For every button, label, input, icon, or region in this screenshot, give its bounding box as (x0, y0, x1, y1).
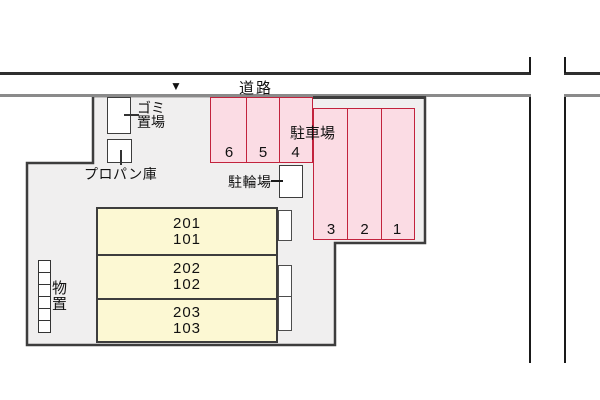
road-edge-bottom-left (0, 94, 531, 97)
parking-row-top: 6 5 4 (210, 97, 313, 163)
bicycle-leader-line (271, 180, 283, 182)
garbage-area-label-line2: 置場 (137, 114, 165, 130)
cross-street-right-edge (564, 97, 566, 363)
storage-label-char1: 物 (52, 280, 68, 297)
unit-number-upper: 203 (172, 303, 202, 321)
cross-street-left-stub (529, 57, 531, 73)
bicycle-parking-box (279, 165, 303, 198)
parking-row-side: 3 2 1 (313, 108, 415, 240)
propane-storage-label: プロパン庫 (84, 166, 158, 182)
parking-space-3: 3 (326, 221, 336, 238)
storage-label: 物 置 (52, 281, 67, 313)
parking-space-6: 6 (224, 144, 234, 161)
unit-number-upper: 202 (172, 260, 202, 277)
unit-number-upper: 201 (172, 214, 202, 232)
porch-unit-1 (278, 210, 292, 241)
stall-divider (245, 98, 247, 162)
stall-divider (278, 98, 280, 162)
unit-number-lower: 103 (172, 319, 202, 337)
unit-row-3: 203 103 (98, 298, 276, 341)
propane-storage-box (107, 139, 132, 163)
storage-label-char2: 置 (52, 296, 68, 313)
unit-row-2: 202 102 (98, 254, 276, 298)
garbage-area-label-line1: ゴミ (137, 100, 165, 116)
parking-space-5: 5 (258, 144, 268, 161)
stall-divider (380, 109, 382, 239)
parking-space-1: 1 (392, 221, 402, 238)
cross-street-right-stub (564, 57, 566, 73)
bicycle-parking-label: 駐輪場 (228, 174, 272, 190)
garbage-area-box (107, 97, 131, 134)
parking-space-2: 2 (360, 221, 369, 238)
propane-leader-line (120, 150, 122, 165)
lot-top-border-segment (313, 96, 426, 99)
road-label: 道路 (239, 80, 274, 97)
stall-divider (346, 109, 348, 239)
unit-number-lower: 101 (172, 230, 202, 248)
porch-unit-2 (278, 265, 292, 298)
road-edge-bottom-right (564, 94, 600, 97)
garbage-leader-line (124, 114, 139, 116)
entrance-arrow-icon: ▼ (170, 79, 182, 93)
unit-row-1: 201 101 (98, 209, 276, 254)
parking-lot-label: 駐車場 (290, 125, 336, 142)
apartment-building: 201 101 202 102 203 103 (96, 207, 278, 343)
unit-number-lower: 102 (172, 276, 202, 293)
road-edge-top-right (564, 72, 600, 75)
road-edge-top-left (0, 72, 531, 75)
storage-shed-box (38, 320, 51, 333)
parking-space-4: 4 (291, 144, 300, 161)
porch-unit-3 (278, 296, 292, 331)
cross-street-left-edge (529, 97, 531, 363)
